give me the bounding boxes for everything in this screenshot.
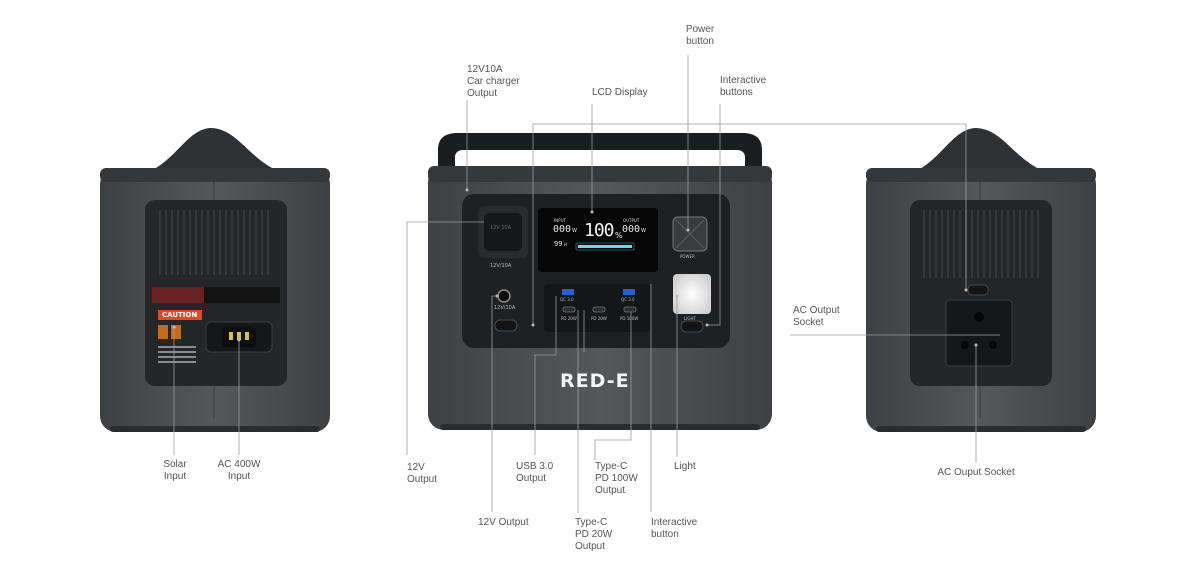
dc-car-port-cover <box>484 213 522 251</box>
lcd-input-value: 000 <box>553 224 572 235</box>
carry-handle <box>438 133 762 170</box>
leader-dot <box>686 228 690 232</box>
leader-dot <box>964 288 968 292</box>
left-unit-black-stripe <box>204 287 280 303</box>
front-unit-foot <box>440 424 760 430</box>
lcd-time-value: 99 <box>554 240 563 248</box>
warning-icon-b <box>171 325 181 339</box>
pd-100w-label: PD 100W <box>620 316 639 321</box>
leader-typec-100w <box>594 312 632 460</box>
usb-c-port-20w-left <box>562 306 576 313</box>
leader-dot <box>974 343 978 347</box>
ac-socket-switch <box>967 284 989 296</box>
label-type-c-pd-20w: Type-C PD 20W Output <box>575 517 613 552</box>
lcd-input-unit: W <box>572 228 577 234</box>
left-unit-top-band <box>100 168 330 182</box>
caution-badge <box>158 310 202 320</box>
label-interactive-button: Interactive button <box>651 517 698 540</box>
leader-dot <box>705 323 709 327</box>
ac-socket-hole-right <box>989 341 997 349</box>
qc-right-label: QC 3.0 <box>621 297 635 302</box>
ac-inlet-pin <box>245 332 249 340</box>
label-ac-400w-input: AC 400W Input <box>217 459 261 482</box>
lcd-display <box>538 208 658 272</box>
ac-inlet-pin <box>229 332 233 340</box>
leader-dot <box>465 188 469 192</box>
pd-20w-right-label: PD 20W <box>591 316 607 321</box>
ac-socket-plate <box>945 299 1013 367</box>
caution-text: CAUTION <box>162 311 198 319</box>
right-unit-handle <box>906 128 1055 175</box>
usb-c-port-20w-right <box>592 306 606 313</box>
dc-car-port-label: 12V/10A <box>490 263 512 269</box>
usb-c-port-100w <box>623 306 637 313</box>
lcd-battery-value: 100 <box>584 220 614 241</box>
brand-logo: RED-E <box>560 370 630 392</box>
usb-qc-port-left <box>562 289 574 295</box>
label-solar-input: Solar Input <box>163 459 187 482</box>
label-light: Light <box>674 461 696 472</box>
rear-unit-left <box>100 128 330 432</box>
left-unit-foot <box>110 426 320 432</box>
warning-text-lines <box>158 346 196 363</box>
leader-12v-left <box>406 221 484 455</box>
label-ac-output-socket: AC Output Socket <box>793 305 840 328</box>
ac-socket-hole-earth <box>974 312 984 322</box>
power-button-facets <box>675 219 705 249</box>
lcd-battery-unit: % <box>615 231 623 240</box>
right-unit-foot <box>876 426 1086 432</box>
leader-dot <box>590 210 594 214</box>
label-car-charger-output: 12V10A Car charger Output <box>467 64 520 99</box>
label-power-button: Power button <box>685 24 715 47</box>
lcd-input-label: INPUT <box>554 218 566 223</box>
lcd-output-unit: W <box>641 228 646 234</box>
leader-typec-20w <box>577 310 585 513</box>
led-light <box>673 274 711 314</box>
dc-cover-label: 12V 10A <box>490 225 512 231</box>
leader-usb30 <box>534 296 557 455</box>
leader-dot <box>675 294 679 298</box>
label-type-c-pd-100w: Type-C PD 100W Output <box>595 461 638 496</box>
right-unit-top-band <box>866 168 1096 182</box>
front-unit-top-band <box>428 166 772 182</box>
leader-12v-bottom <box>491 295 497 512</box>
pd-20w-left-label: PD 20W <box>561 316 577 321</box>
label-usb-30-output: USB 3.0 Output <box>516 461 554 484</box>
label-ac-ouput-socket: AC Ouput Socket <box>937 467 1015 478</box>
dc-5521-label: 12V/10A <box>494 305 516 311</box>
leader-lines <box>172 55 1000 513</box>
front-unit <box>428 133 772 430</box>
usb-qc-port-right <box>623 289 635 295</box>
lcd-time-unit: H <box>564 242 568 247</box>
dc-5521-port <box>497 289 511 303</box>
ac-inlet-pin <box>237 332 241 340</box>
left-unit-handle <box>140 128 290 175</box>
leader-dot <box>531 323 535 327</box>
leader-dot <box>495 294 499 298</box>
light-button <box>680 320 704 333</box>
rear-unit-right <box>866 128 1096 432</box>
left-unit-vent <box>159 210 269 275</box>
left-unit-red-stripe <box>152 287 204 303</box>
light-label: LIGHT <box>684 316 696 321</box>
label-12v-output-bottom: 12V Output <box>478 517 529 528</box>
leader-dot <box>237 338 241 342</box>
warning-icon-a <box>158 325 168 339</box>
lcd-output-value: 000 <box>622 224 641 235</box>
label-12v-output: 12V Output <box>407 462 438 485</box>
dc-port-button <box>494 319 518 332</box>
power-label: POWER <box>680 254 695 259</box>
leader-interactive-buttons <box>532 104 967 326</box>
label-interactive-buttons: Interactive buttons <box>720 75 767 98</box>
ac-socket-hole-left <box>961 341 969 349</box>
battery-level-bar <box>578 245 632 248</box>
leader-dot <box>172 325 176 329</box>
battery-level-bar-outline <box>575 242 635 251</box>
label-lcd-display: LCD Display <box>592 87 648 98</box>
lcd-output-label: OUTPUT <box>623 218 640 223</box>
qc-left-label: QC 3.0 <box>560 297 574 302</box>
